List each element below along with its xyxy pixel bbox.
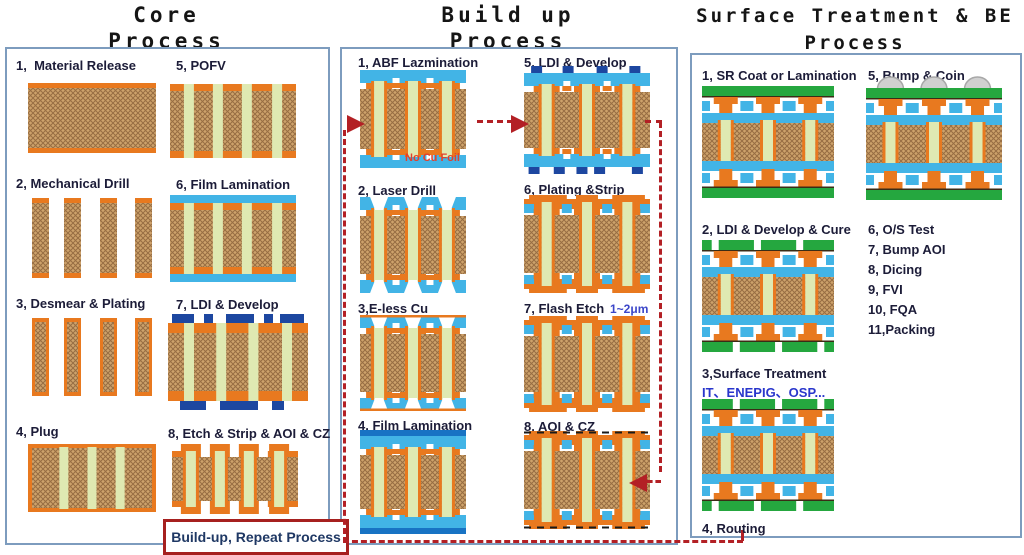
step-label-etch-strip: 8, Etch & Strip & AOI & CZ — [168, 426, 331, 441]
step-label-plug: 4, Plug — [16, 424, 59, 439]
step-label-film-lamination: 6, Film Lamination — [176, 177, 291, 192]
diagram-plug — [28, 444, 156, 512]
step-label-laser-drill: 2, Laser Drill — [358, 183, 437, 198]
diagram-film-lamination-2 — [360, 430, 466, 534]
flow-loop-left-line — [343, 130, 346, 543]
diagram-abf-lamination — [360, 70, 466, 168]
step-label-dicing: 8, Dicing — [868, 262, 923, 277]
diagram-mechanical-drill — [32, 198, 152, 278]
diagram-bump-coin — [866, 76, 1002, 200]
step-label-bump-aoi: 7, Bump AOI — [868, 242, 946, 257]
diagram-ldi-develop-cure — [702, 240, 834, 352]
surface-title-line2: Process — [804, 32, 906, 54]
diagram-desmear-plating — [32, 318, 152, 396]
flow-arrow-into-ldi — [511, 115, 529, 133]
step-label-ldi-develop: 7, LDI & Develop — [176, 297, 279, 312]
diagram-eless-cu — [360, 315, 466, 411]
step-label-plating-strip: 6, Plating &Strip — [524, 182, 625, 197]
surface-title-line1: Surface Treatment & BE — [696, 5, 1014, 27]
step-label-ldi-develop-cure: 2, LDI & Develop & Cure — [702, 222, 851, 237]
buildup-title-line1: Build up — [441, 3, 575, 27]
flow-loop-bottom-line — [343, 540, 743, 543]
flow-loop-bottom-tick — [741, 530, 744, 541]
note-flash-etch-thickness: 1~2μm — [610, 302, 649, 316]
step-label-packing: 11,Packing — [868, 322, 936, 337]
buildup-repeat-callout: Build-up, Repeat Process — [163, 519, 349, 555]
flow-mid-dash — [477, 120, 513, 123]
step-label-aoi-cz: 8, AOI & CZ — [524, 419, 596, 434]
step-label-ldi-develop-2: 5, LDI & Develop — [524, 55, 627, 70]
step-label-routing: 4, Routing — [702, 521, 766, 536]
step-label-surface-treatment: 3,Surface Treatment — [702, 366, 827, 381]
surface-process-title: Surface Treatment & BE Process — [690, 3, 1020, 57]
step-label-fqa: 10, FQA — [868, 302, 918, 317]
step-label-os-test: 6, O/S Test — [868, 222, 935, 237]
core-title-line1: Core — [133, 3, 200, 27]
diagram-sr-coat — [702, 86, 834, 198]
diagram-ldi-develop-2 — [524, 66, 650, 174]
step-label-film-lamination-2: 4, Film Lamination — [358, 418, 473, 433]
step-label-bump-coin: 5, Bump & Coin — [868, 68, 965, 83]
diagram-material-release — [28, 83, 156, 153]
step-label-mechanical-drill: 2, Mechanical Drill — [16, 176, 130, 191]
step-label-abf-lamination: 1, ABF Lazmination — [358, 55, 479, 70]
step-label-sr-coat: 1, SR Coat or Lamination — [702, 68, 857, 83]
diagram-etch-strip — [172, 444, 298, 514]
flow-arrow-into-abf — [347, 115, 365, 133]
diagram-plating-strip — [524, 195, 650, 293]
note-surface-treatment-types: IT、ENEPIG、OSP... — [702, 385, 826, 400]
step-label-desmear-plating: 3, Desmear & Plating — [16, 296, 146, 311]
step-label-flash-etch: 7, Flash Etch — [524, 301, 605, 316]
diagram-surface-treatment — [702, 399, 834, 511]
note-no-cu-foil: No Cu Foil — [405, 152, 460, 164]
diagram-ldi-develop — [168, 314, 308, 410]
diagram-pofv — [170, 84, 296, 158]
step-label-fvi: 9, FVI — [868, 282, 903, 297]
flow-corner-stub — [645, 120, 662, 123]
diagram-film-lamination — [170, 195, 296, 282]
flow-loop-right-line — [659, 122, 662, 472]
diagram-flash-etch — [524, 316, 650, 412]
step-label-material-release: 1, Material Release — [16, 58, 136, 73]
diagram-laser-drill — [360, 197, 466, 293]
flow-arrow-stub — [647, 480, 661, 483]
flow-arrow-into-aoi — [629, 474, 647, 492]
step-label-eless-cu: 3,E-less Cu — [358, 301, 429, 316]
step-label-pofv: 5, POFV — [176, 58, 226, 73]
